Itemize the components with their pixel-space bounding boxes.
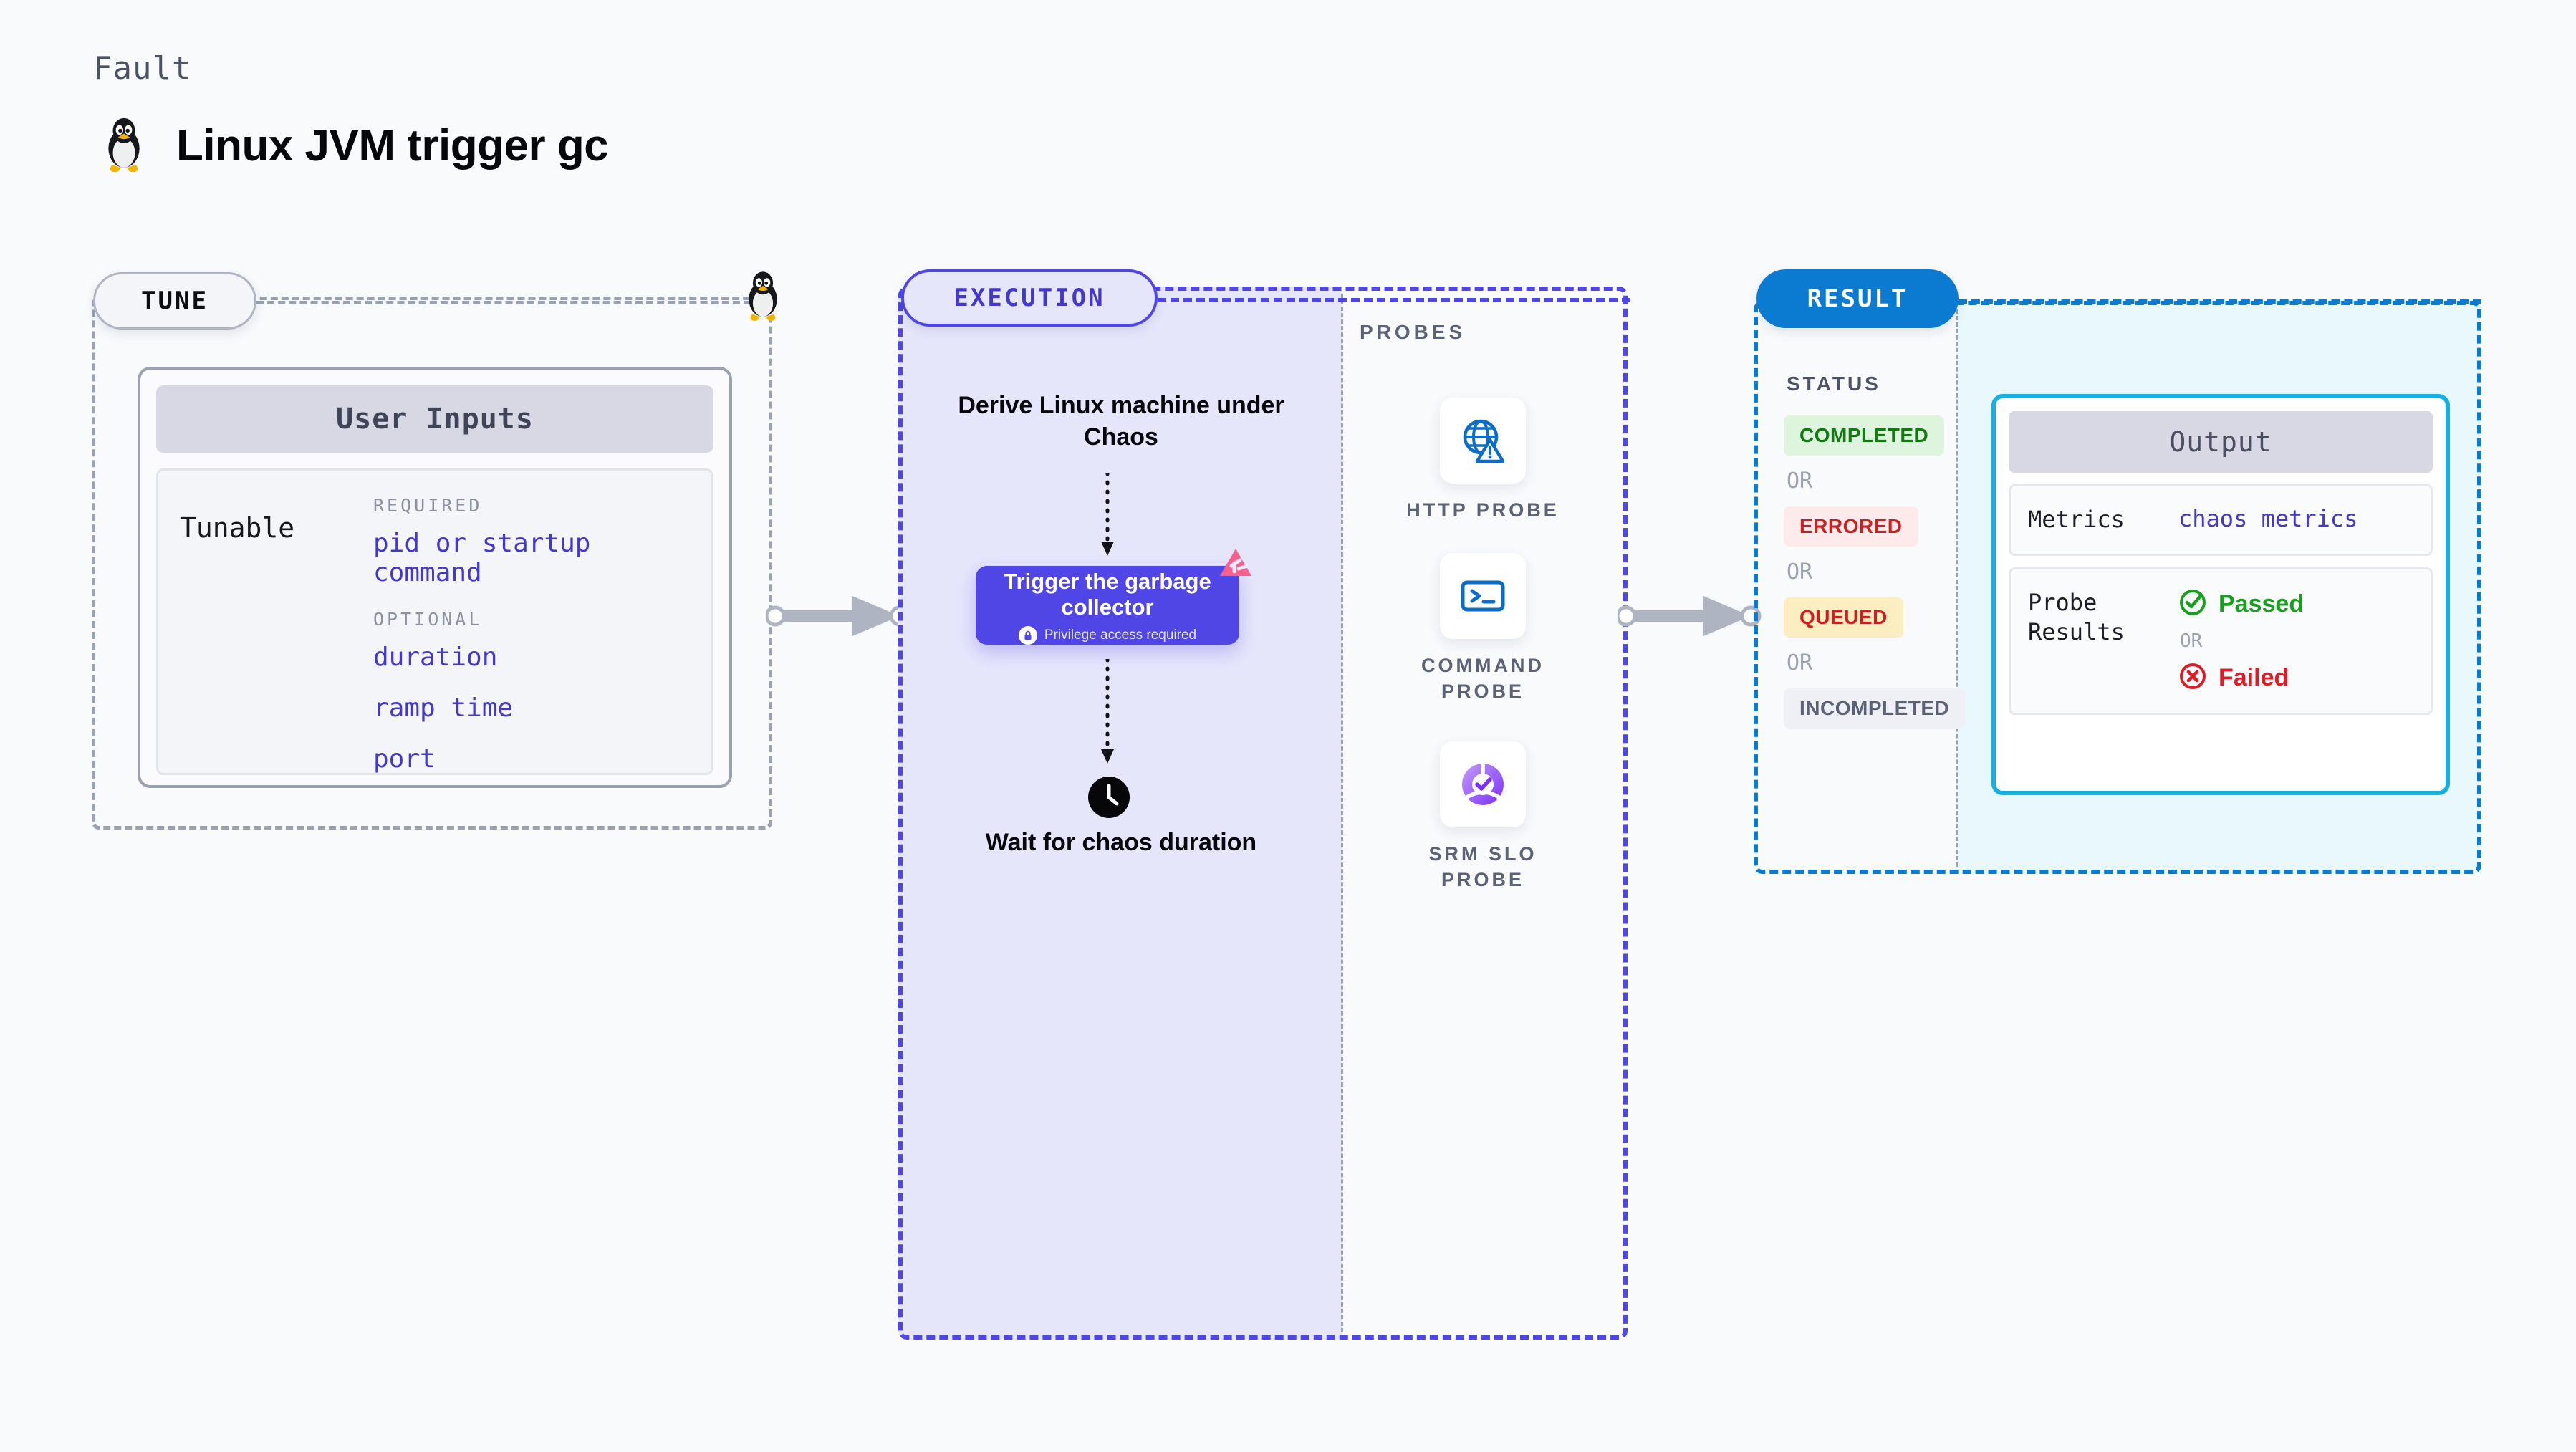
probe-item-http[interactable]: HTTP PROBE — [1390, 398, 1576, 524]
tunable-body: Tunable REQUIRED pid or startup command … — [156, 468, 713, 775]
probe-results-list: Passed OR Failed — [2178, 588, 2304, 694]
output-row-metrics: Metrics chaos metrics — [2009, 484, 2433, 556]
trigger-node-subtitle-row: Privilege access required — [1018, 626, 1197, 645]
status-badge-completed: COMPLETED — [1784, 415, 1945, 456]
probes-divider — [1341, 294, 1343, 1332]
status-badge-incompleted: INCOMPLETED — [1784, 688, 1966, 729]
probe-result-failed: Failed — [2178, 662, 2304, 694]
lock-icon — [1018, 626, 1037, 645]
probe-item-command[interactable]: COMMAND PROBE — [1390, 553, 1576, 704]
tunable-label: Tunable — [180, 512, 295, 544]
trigger-node-subtitle: Privilege access required — [1044, 628, 1197, 643]
field-pid-or-startup-command[interactable]: pid or startup command — [373, 529, 591, 587]
output-metrics-value[interactable]: chaos metrics — [2178, 505, 2358, 532]
user-inputs-card: User Inputs Tunable REQUIRED pid or star… — [138, 367, 732, 788]
output-card: Output Metrics chaos metrics Probe Resul… — [1991, 394, 2450, 795]
execution-step-wait: Wait for chaos duration — [985, 829, 1257, 856]
arrow-derive-to-trigger — [1096, 471, 1119, 562]
page-title: Linux JVM trigger gc — [176, 120, 609, 170]
connector-tune-to-execution — [764, 580, 917, 655]
status-or-3: OR — [1787, 650, 1813, 675]
tune-pill[interactable]: TUNE — [93, 272, 256, 330]
linux-tux-icon-connector — [741, 269, 784, 324]
status-or-2: OR — [1787, 559, 1813, 585]
fault-kicker: Fault — [93, 50, 192, 87]
trigger-garbage-collector-node[interactable]: Trigger the garbage collector Privilege … — [976, 566, 1239, 645]
execution-leader-line — [1158, 298, 1630, 302]
probe-result-or: OR — [2180, 630, 2203, 652]
probe-caption-http: HTTP PROBE — [1406, 499, 1559, 521]
result-pill[interactable]: RESULT — [1756, 269, 1959, 328]
required-group-label: REQUIRED — [373, 495, 483, 516]
field-port[interactable]: port — [373, 744, 436, 774]
clock-icon — [1087, 775, 1131, 823]
result-divider — [1956, 309, 1958, 867]
status-list: COMPLETED OR ERRORED OR QUEUED OR INCOMP… — [1784, 415, 1966, 729]
globe-alert-icon — [1440, 398, 1526, 484]
output-title: Output — [2009, 411, 2433, 473]
fault-title-row: Linux JVM trigger gc — [100, 115, 609, 176]
x-circle-icon — [2178, 662, 2207, 694]
trigger-node-title: Trigger the garbage collector — [1004, 568, 1211, 620]
slo-check-icon — [1440, 741, 1526, 827]
status-badge-errored: ERRORED — [1784, 506, 1918, 547]
status-or-1: OR — [1787, 468, 1813, 494]
output-row-probe-results: Probe Results Passed OR — [2009, 567, 2433, 715]
tune-leader-line — [256, 301, 751, 304]
probe-result-failed-label: Failed — [2219, 663, 2289, 691]
field-duration[interactable]: duration — [373, 643, 498, 672]
connector-execution-to-result — [1615, 580, 1768, 655]
probe-item-srm-slo[interactable]: SRM SLO PROBE — [1390, 741, 1576, 893]
execution-pill[interactable]: EXECUTION — [901, 269, 1158, 327]
execution-step-derive: Derive Linux machine under Chaos — [958, 392, 1284, 451]
check-circle-icon — [2178, 588, 2207, 620]
probes-label: PROBES — [1360, 321, 1466, 343]
probe-caption-srm-slo: SRM SLO PROBE — [1428, 843, 1537, 890]
terminal-icon — [1440, 553, 1526, 639]
tune-panel — [92, 297, 772, 830]
status-label: STATUS — [1787, 372, 1881, 395]
user-inputs-title: User Inputs — [156, 385, 713, 453]
execution-panel — [898, 287, 1628, 1340]
linux-tux-icon — [100, 115, 148, 176]
tunable-fields: REQUIRED pid or startup command OPTIONAL… — [373, 495, 690, 774]
litmus-chaos-icon — [1216, 544, 1256, 588]
probe-result-passed: Passed — [2178, 588, 2304, 620]
output-metrics-key: Metrics — [2028, 506, 2125, 533]
arrow-trigger-to-wait — [1096, 657, 1119, 770]
probe-result-passed-label: Passed — [2219, 590, 2305, 617]
probe-caption-command: COMMAND PROBE — [1421, 655, 1544, 702]
status-badge-queued: QUEUED — [1784, 597, 1903, 638]
result-leader-line — [1959, 299, 2481, 304]
optional-group-label: OPTIONAL — [373, 609, 483, 630]
output-probe-results-key: Probe Results — [2028, 588, 2125, 646]
field-ramp-time[interactable]: ramp time — [373, 693, 514, 723]
